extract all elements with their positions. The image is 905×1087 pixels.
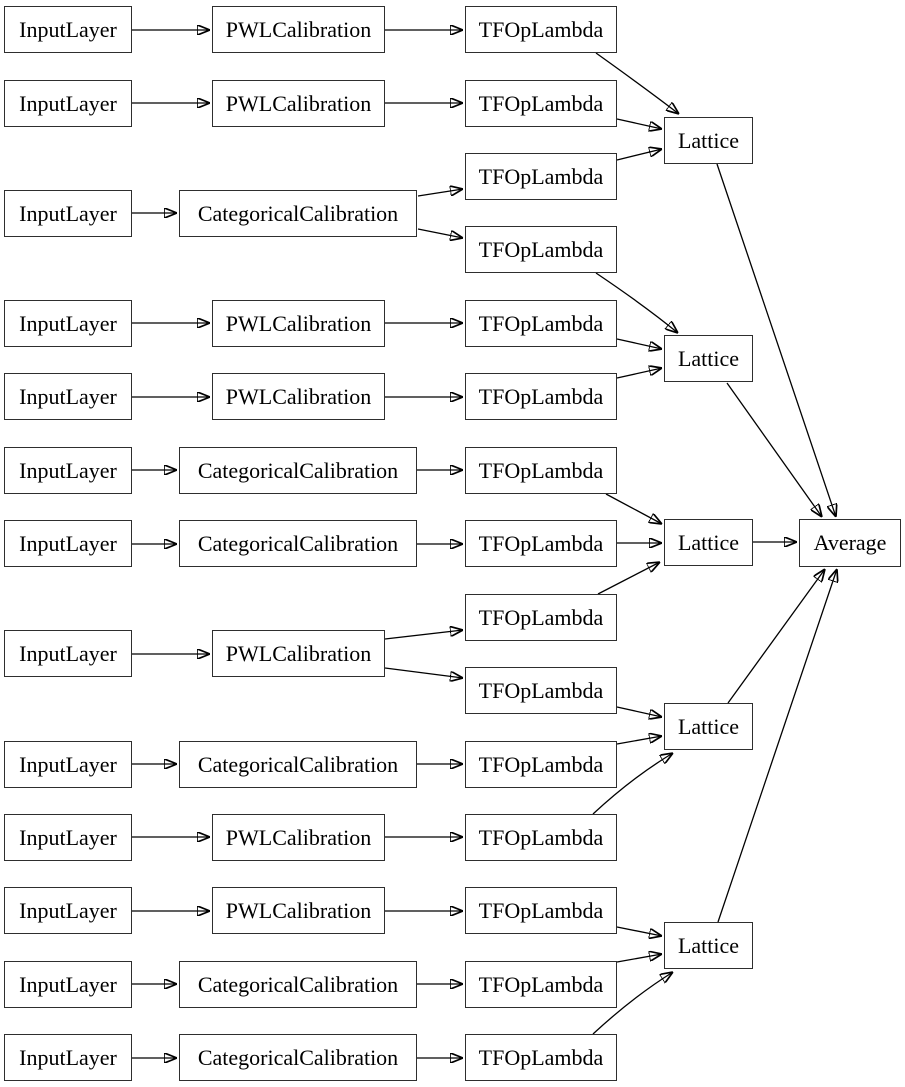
node-pwl-calibration-1: PWLCalibration (212, 6, 385, 53)
node-input-layer-1: InputLayer (4, 6, 132, 53)
edge-lambda_14-lattice_5 (616, 954, 662, 963)
edge-lambda_2-lattice_1 (616, 118, 662, 129)
node-input-layer-10: InputLayer (4, 814, 132, 861)
node-tf-op-lambda-8: TFOpLambda (465, 520, 617, 567)
node-tf-op-lambda-12: TFOpLambda (465, 814, 617, 861)
edge-lambda_6-lattice_2 (616, 368, 662, 379)
node-tf-op-lambda-2: TFOpLambda (465, 80, 617, 127)
node-pwl-calibration-4: PWLCalibration (212, 373, 385, 420)
node-pwl-calibration-2: PWLCalibration (212, 80, 385, 127)
edge-calib_3-lambda_4 (417, 228, 463, 238)
node-input-layer-2: InputLayer (4, 80, 132, 127)
node-input-layer-5: InputLayer (4, 373, 132, 420)
node-tf-op-lambda-7: TFOpLambda (465, 447, 617, 494)
node-pwl-calibration-6: PWLCalibration (212, 814, 385, 861)
node-average: Average (799, 519, 901, 567)
node-categorical-calibration-3: CategoricalCalibration (179, 520, 417, 567)
edge-lambda_13-lattice_5 (616, 926, 662, 936)
node-categorical-calibration-1: CategoricalCalibration (179, 190, 417, 237)
node-pwl-calibration-3: PWLCalibration (212, 300, 385, 347)
node-pwl-calibration-5: PWLCalibration (212, 630, 385, 677)
node-input-layer-11: InputLayer (4, 887, 132, 934)
edge-lattice_4-average (727, 569, 825, 704)
node-tf-op-lambda-9: TFOpLambda (465, 594, 617, 641)
node-tf-op-lambda-11: TFOpLambda (465, 741, 617, 788)
node-categorical-calibration-6: CategoricalCalibration (179, 1034, 417, 1081)
edge-lambda_11-lattice_4 (616, 736, 662, 745)
node-tf-op-lambda-10: TFOpLambda (465, 667, 617, 714)
node-tf-op-lambda-1: TFOpLambda (465, 6, 617, 53)
node-input-layer-12: InputLayer (4, 961, 132, 1008)
node-input-layer-4: InputLayer (4, 300, 132, 347)
node-lattice-2: Lattice (664, 335, 753, 382)
node-tf-op-lambda-3: TFOpLambda (465, 153, 617, 200)
node-tf-op-lambda-15: TFOpLambda (465, 1034, 617, 1081)
edge-lambda_3-lattice_1 (616, 149, 662, 161)
node-categorical-calibration-4: CategoricalCalibration (179, 741, 417, 788)
node-input-layer-8: InputLayer (4, 630, 132, 677)
node-lattice-4: Lattice (664, 703, 753, 750)
node-categorical-calibration-5: CategoricalCalibration (179, 961, 417, 1008)
node-lattice-5: Lattice (664, 922, 753, 969)
node-tf-op-lambda-5: TFOpLambda (465, 300, 617, 347)
node-lattice-1: Lattice (664, 117, 753, 164)
node-input-layer-9: InputLayer (4, 741, 132, 788)
node-pwl-calibration-7: PWLCalibration (212, 887, 385, 934)
edge-calib_8-lambda_9 (384, 630, 463, 640)
node-input-layer-7: InputLayer (4, 520, 132, 567)
edge-lattice_2-average (726, 382, 822, 517)
node-input-layer-3: InputLayer (4, 190, 132, 237)
node-input-layer-6: InputLayer (4, 447, 132, 494)
node-lattice-3: Lattice (664, 519, 753, 566)
edge-calib_3-lambda_3 (417, 189, 463, 197)
edge-calib_8-lambda_10 (384, 667, 463, 678)
node-input-layer-13: InputLayer (4, 1034, 132, 1081)
edge-lambda_10-lattice_4 (616, 706, 662, 717)
edge-lambda_5-lattice_2 (616, 338, 662, 349)
node-categorical-calibration-2: CategoricalCalibration (179, 447, 417, 494)
node-tf-op-lambda-13: TFOpLambda (465, 887, 617, 934)
node-tf-op-lambda-14: TFOpLambda (465, 961, 617, 1008)
node-tf-op-lambda-4: TFOpLambda (465, 226, 617, 273)
node-tf-op-lambda-6: TFOpLambda (465, 373, 617, 420)
